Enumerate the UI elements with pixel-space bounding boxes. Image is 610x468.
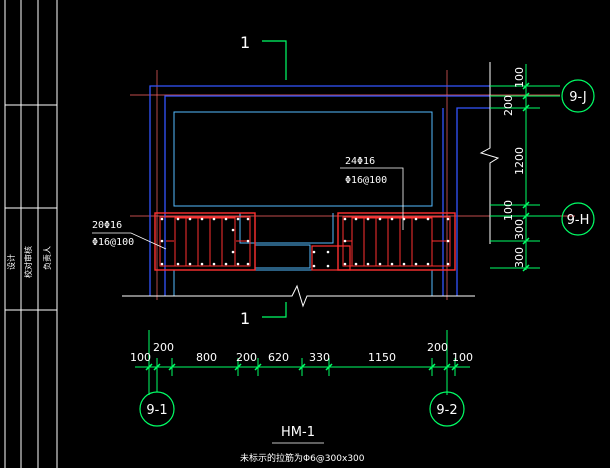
left-main-bars: 20Φ16 [92, 220, 122, 231]
dim-620: 620 [268, 351, 289, 364]
drawing-title: HM-1 [281, 425, 315, 440]
dim-right-300-a: 300 [513, 219, 526, 240]
dim-1150: 1150 [368, 351, 396, 364]
right-annotation: 24Φ16 Φ16@100 [340, 156, 404, 230]
drawing-note: 未标示的拉筋为Φ6@300x300 [240, 452, 365, 464]
title-block: 设计 校对审核 负责人 [4, 0, 58, 468]
section-label-bottom: 1 [240, 309, 250, 328]
left-stirrups: Φ16@100 [92, 237, 134, 248]
dim-right-300-b: 300 [513, 247, 526, 268]
dim-200: 200 [236, 351, 257, 364]
axis-label-9-j: 9-J [569, 90, 587, 105]
title-block-col-a: 设计 [6, 254, 16, 270]
axis-label-9-h: 9-H [567, 213, 590, 228]
dim-right-1200: 1200 [513, 147, 526, 175]
break-line-right [479, 62, 500, 244]
dim-100-right: 100 [452, 351, 473, 364]
dim-right-100-mid: 100 [502, 200, 515, 221]
dim-right-100-top: 100 [513, 67, 526, 88]
title-block-col-c: 负责人 [42, 246, 52, 270]
bottom-dimensions [135, 330, 470, 395]
left-annotation: 20Φ16 Φ16@100 [92, 220, 167, 250]
structure-outline [149, 85, 490, 296]
left-rebar-block [154, 212, 256, 271]
dim-top-200-right: 200 [427, 341, 448, 354]
drawing-title-group: HM-1 未标示的拉筋为Φ6@300x300 [240, 425, 365, 464]
right-main-bars: 24Φ16 [345, 156, 375, 167]
right-dimensions [490, 64, 560, 272]
dim-right-200: 200 [502, 95, 515, 116]
section-label-top: 1 [240, 33, 250, 52]
axis-label-9-1: 9-1 [146, 403, 167, 418]
section-mark-top: 1 [240, 33, 287, 80]
dim-100-left: 100 [130, 351, 151, 364]
dim-330: 330 [309, 351, 330, 364]
section-mark-bottom: 1 [240, 302, 287, 328]
bottom-dimension-texts: 200 200 100 800 200 620 330 1150 100 [130, 341, 473, 364]
axis-bubble-9-1: 9-1 [139, 376, 175, 427]
right-dimension-texts: 100 200 1200 100 300 300 [502, 67, 526, 268]
dim-top-200-left: 200 [153, 341, 174, 354]
axis-bubble-9-h: 9-H [561, 202, 595, 236]
title-block-col-b: 校对审核 [23, 246, 33, 278]
dim-800: 800 [196, 351, 217, 364]
axis-bubble-9-2: 9-2 [429, 376, 465, 427]
right-stirrups: Φ16@100 [345, 175, 387, 186]
break-line-bottom [122, 284, 475, 308]
axis-bubble-9-j: 9-J [561, 79, 595, 113]
axis-label-9-2: 9-2 [436, 403, 457, 418]
